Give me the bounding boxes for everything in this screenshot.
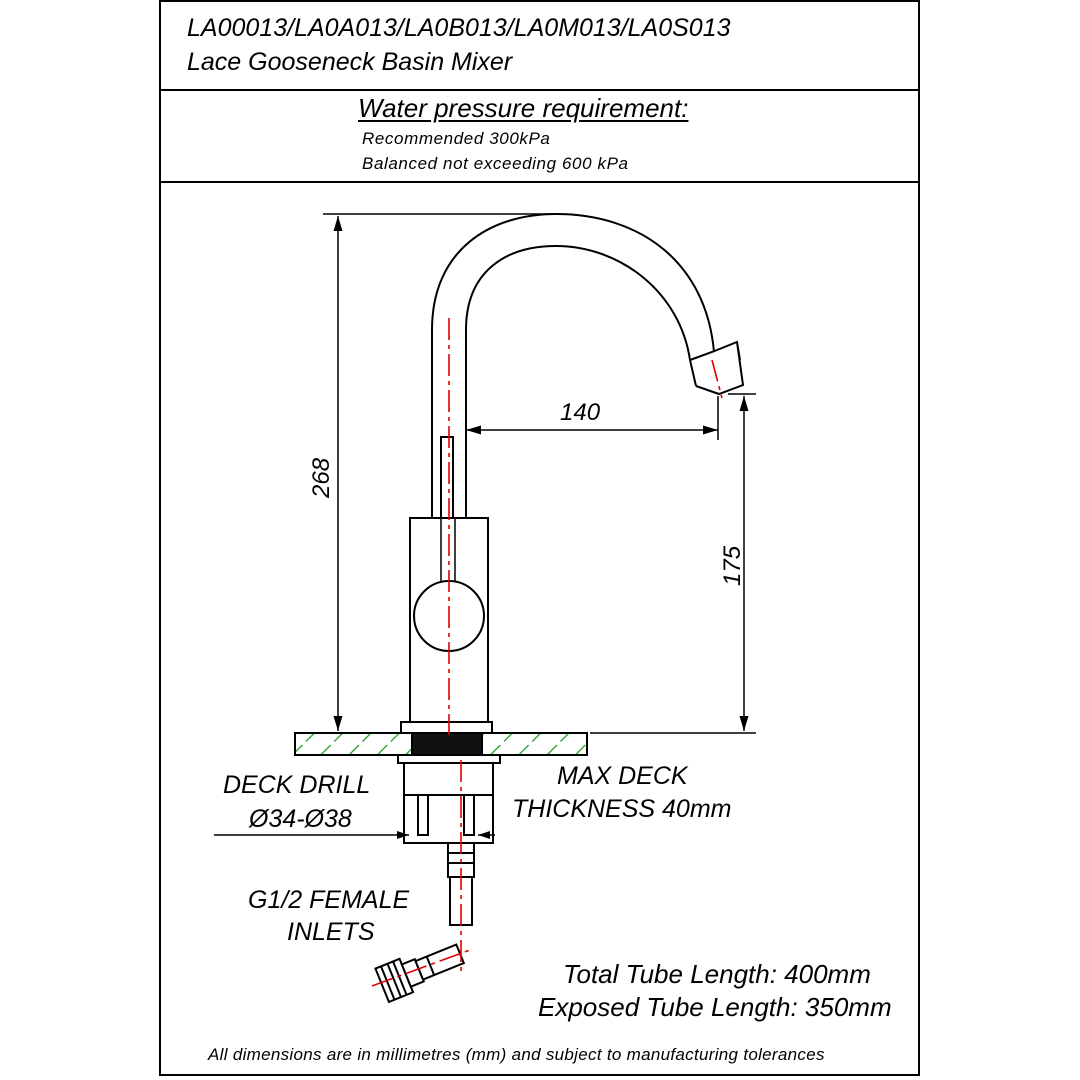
hose-connector xyxy=(374,943,466,1004)
header-divider xyxy=(159,89,920,91)
base-flange xyxy=(400,721,493,734)
pressure-heading: Water pressure requirement: xyxy=(358,93,689,123)
max-deck-thickness: THICKNESS 40mm xyxy=(512,795,731,823)
deck-drill-label: DECK DRILL xyxy=(223,771,370,799)
product-name: Lace Gooseneck Basin Mixer xyxy=(187,48,513,76)
footer-note: All dimensions are in millimetres (mm) a… xyxy=(208,1045,825,1064)
deck-section xyxy=(294,732,588,756)
threaded-shank xyxy=(411,732,483,756)
pressure-divider xyxy=(159,181,920,183)
model-codes: LA00013/LA0A013/LA0B013/LA0M013/LA0S013 xyxy=(187,14,731,42)
max-deck-label: MAX DECK xyxy=(557,762,689,790)
gooseneck-spout xyxy=(431,212,745,518)
dim-spout-height: 175 xyxy=(719,545,746,586)
exposed-tube-length: Exposed Tube Length: 350mm xyxy=(538,992,892,1022)
pressure-recommended: Recommended 300kPa xyxy=(362,129,551,148)
fixing-assembly xyxy=(397,754,501,844)
total-tube-length: Total Tube Length: 400mm xyxy=(563,959,871,989)
deck-drill-size: Ø34-Ø38 xyxy=(248,805,352,833)
inlets-label: G1/2 FEMALE xyxy=(248,886,409,914)
drawing-sheet xyxy=(159,0,920,1076)
dimension-lines xyxy=(214,213,756,836)
dim-overall-height: 268 xyxy=(308,457,335,499)
pressure-balanced: Balanced not exceeding 600 kPa xyxy=(362,154,629,173)
inlets-label-2: INLETS xyxy=(287,918,375,946)
dim-spout-reach: 140 xyxy=(560,399,601,426)
centerlines xyxy=(371,318,723,987)
top-border xyxy=(159,0,920,2)
